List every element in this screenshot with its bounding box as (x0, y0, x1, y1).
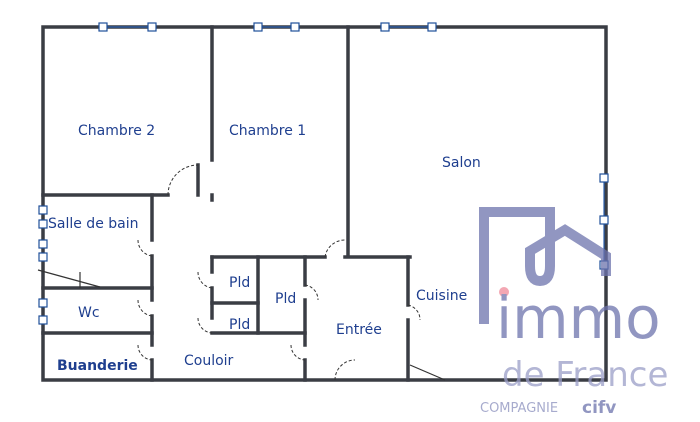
brand-compagnie: COMPAGNIE (480, 401, 558, 416)
brand-cifv: cifv (582, 398, 616, 418)
label-cuisine: Cuisine (416, 288, 467, 304)
brand-de-france: de France (502, 355, 668, 395)
doors (37, 164, 446, 381)
immo-de-france-watermark: immo de France COMPAGNIE cifv (479, 207, 668, 418)
label-pld-1: Pld (229, 275, 250, 291)
label-couloir: Couloir (184, 353, 234, 369)
label-salle-de-bain: Salle de bain (48, 216, 139, 232)
label-pld-2: Pld (275, 291, 296, 307)
label-chambre-2: Chambre 2 (78, 123, 155, 139)
brand-immo: immo (496, 284, 661, 352)
label-pld-3: Pld (229, 317, 250, 333)
walls (41, 25, 608, 382)
label-wc: Wc (78, 305, 100, 321)
label-buanderie: Buanderie (57, 358, 138, 374)
label-salon: Salon (442, 155, 481, 171)
label-entree: Entrée (336, 322, 382, 338)
house-logo-icon (479, 207, 611, 324)
label-chambre-1: Chambre 1 (229, 123, 306, 139)
room-labels: Chambre 2 Chambre 1 Salon Salle de bain … (48, 123, 481, 374)
logo-dot-icon (499, 287, 509, 297)
